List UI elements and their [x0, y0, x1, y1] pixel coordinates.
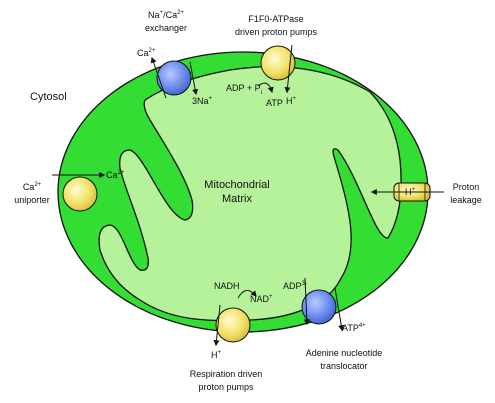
- atpase-label-line1: F1F0-ATPase: [248, 14, 303, 24]
- atpase-protein: [260, 45, 296, 81]
- ca-left-label: Ca2+: [106, 170, 125, 180]
- na-in-arrow: [189, 61, 199, 96]
- exchanger-label-line1: Na+/Ca2+: [148, 10, 184, 20]
- adp3-label: ADP3-: [283, 281, 307, 291]
- respiration-pump-protein: [215, 307, 251, 343]
- h-out-arrow: [213, 304, 221, 347]
- uniporter-label-line1: Ca2+: [23, 182, 42, 192]
- na-in-label: 3Na+: [192, 96, 213, 106]
- translocator-label-line1: Adenine nucleotide: [306, 348, 383, 358]
- adp-in-arrow: [303, 277, 310, 326]
- adenine-translocator-protein: [301, 289, 337, 325]
- atp-out-arrow: [334, 287, 345, 332]
- matrix-label-line1: Mitochondrial: [204, 179, 269, 191]
- ca-top-label: Ca2+: [137, 48, 156, 58]
- uniporter-label-line2: uniporter: [14, 195, 50, 205]
- nad-label: NAD+: [250, 294, 273, 304]
- respiration-label-line2: proton pumps: [198, 382, 254, 392]
- exchanger-label-line2: exchanger: [145, 23, 187, 33]
- ca-out-arrow: [150, 56, 167, 99]
- mitochondrial-matrix: [98, 66, 402, 322]
- atp4-label: ATP4+: [342, 323, 366, 333]
- translocator-label-line2: translocator: [320, 361, 367, 371]
- h-top-label: H+: [286, 96, 297, 106]
- respiration-label-line1: Respiration driven: [190, 369, 263, 379]
- matrix-label-line2: Matrix: [222, 193, 252, 205]
- h-bottom-label: H+: [211, 350, 222, 360]
- nadh-label: NADH: [214, 281, 240, 291]
- atpase-label-line2: driven proton pumps: [235, 27, 318, 37]
- h-in-atpase-arrow: [284, 44, 293, 94]
- ca-uniporter-protein: [62, 176, 98, 212]
- leakage-label-line2: leakage: [450, 195, 482, 205]
- atp-top-label: ATP: [266, 98, 283, 108]
- leakage-label-line1: Proton: [453, 182, 480, 192]
- h-leak-label: H+: [405, 187, 416, 197]
- adp-to-atp-arrow: [257, 82, 274, 94]
- adp-pi-label: ADP + Pi: [226, 83, 262, 96]
- na-ca-exchanger-protein: [156, 60, 192, 96]
- nadh-to-nad-arrow: [237, 290, 257, 299]
- cytosol-label: Cytosol: [30, 91, 67, 103]
